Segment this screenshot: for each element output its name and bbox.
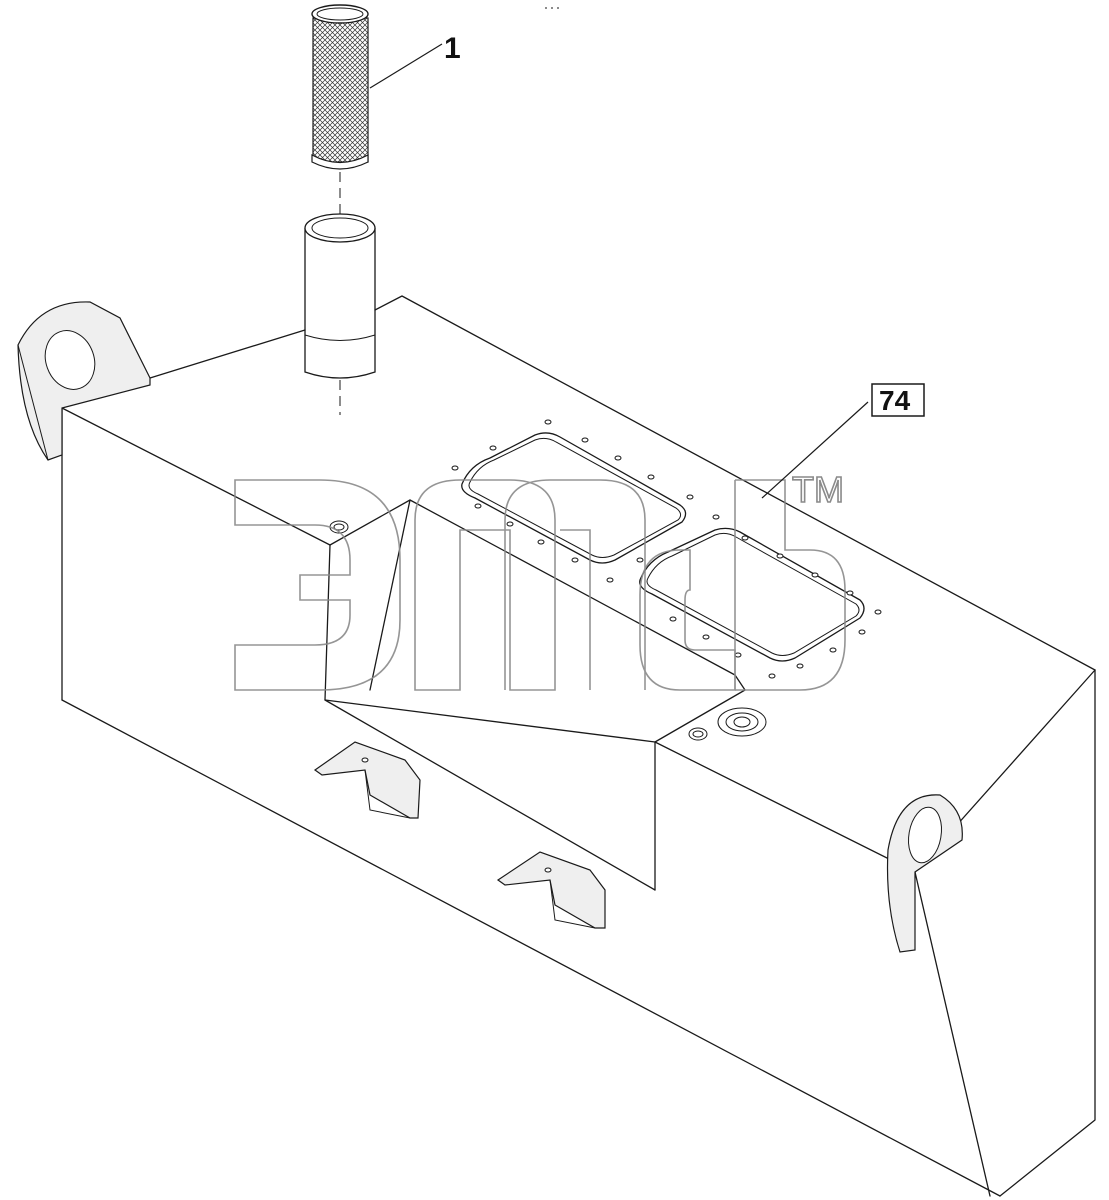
callout-leader-74 (761, 401, 869, 499)
callout-label-74[interactable]: 74 (879, 385, 911, 416)
bolt-holes (451, 419, 882, 679)
callout-box-74 (871, 383, 925, 417)
filler-tube[interactable] (304, 213, 376, 379)
trademark-symbol: TM (792, 469, 844, 510)
callout-leader-1 (369, 43, 443, 89)
watermark-logo (234, 479, 846, 691)
hydraulic-tank-part-74[interactable] (17, 295, 1096, 1197)
top-speck (545, 7, 559, 9)
callout-label-1[interactable]: 1 (444, 32, 461, 65)
filter-element-part-1[interactable] (311, 4, 369, 170)
